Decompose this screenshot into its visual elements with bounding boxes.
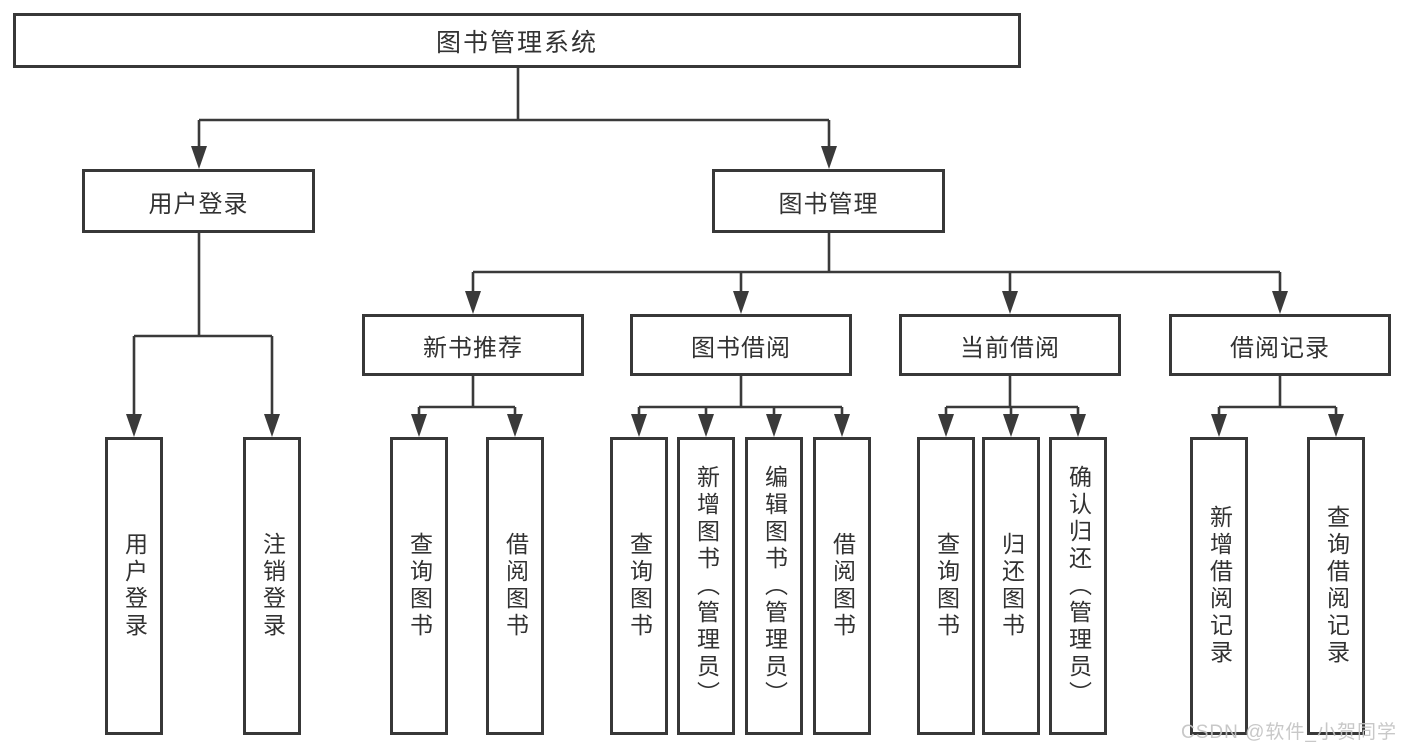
leaf-bb-borrow-books: 借阅图书 bbox=[813, 437, 871, 735]
leaf-logout: 注销登录 bbox=[243, 437, 301, 735]
arrowhead-icon bbox=[821, 146, 837, 169]
node-label: 注销登录 bbox=[259, 532, 286, 640]
arrowhead-icon bbox=[1272, 291, 1288, 314]
node-new-book-recommend: 新书推荐 bbox=[362, 314, 584, 376]
node-label: 编辑图书（管理员） bbox=[761, 464, 788, 708]
node-label: 图书管理系统 bbox=[435, 28, 598, 57]
arrowhead-icon bbox=[631, 414, 647, 437]
node-label: 查询图书 bbox=[626, 532, 653, 640]
leaf-cb-confirm-return-admin: 确认归还（管理员） bbox=[1049, 437, 1107, 735]
arrowhead-icon bbox=[264, 414, 280, 437]
node-book-borrowing: 图书借阅 bbox=[630, 314, 852, 376]
arrowhead-icon bbox=[834, 414, 850, 437]
node-label: 新增借阅记录 bbox=[1206, 505, 1233, 667]
arrowhead-icon bbox=[766, 414, 782, 437]
node-label: 图书管理 bbox=[778, 190, 879, 218]
arrowhead-icon bbox=[1003, 414, 1019, 437]
node-user-login: 用户登录 bbox=[82, 169, 315, 233]
arrowhead-icon bbox=[1070, 414, 1086, 437]
leaf-user-login: 用户登录 bbox=[105, 437, 163, 735]
arrowhead-icon bbox=[938, 414, 954, 437]
node-label: 用户登录 bbox=[121, 532, 148, 640]
connector-book-management-children bbox=[465, 233, 1288, 314]
node-label: 归还图书 bbox=[998, 532, 1025, 640]
leaf-nbr-borrow-books: 借阅图书 bbox=[486, 437, 544, 735]
node-label: 查询借阅记录 bbox=[1323, 505, 1350, 667]
node-label: 当前借阅 bbox=[960, 334, 1060, 362]
node-label: 确认归还（管理员） bbox=[1065, 464, 1092, 708]
leaf-nbr-query-books: 查询图书 bbox=[390, 437, 448, 735]
connector-user-login-children bbox=[126, 233, 280, 437]
node-label: 借阅图书 bbox=[829, 532, 856, 640]
connector-root-to-level2 bbox=[191, 68, 837, 169]
node-label: 借阅图书 bbox=[502, 532, 529, 640]
node-label: 新书推荐 bbox=[423, 334, 523, 362]
connector-current-borrowing-children bbox=[938, 376, 1086, 437]
connector-new-book-recommend-children bbox=[411, 376, 523, 437]
node-library-management-system: 图书管理系统 bbox=[13, 13, 1021, 68]
arrowhead-icon bbox=[1328, 414, 1344, 437]
arrowhead-icon bbox=[465, 291, 481, 314]
csdn-watermark: CSDN @软件_小贺同学 bbox=[1181, 722, 1397, 743]
arrowhead-icon bbox=[507, 414, 523, 437]
arrowhead-icon bbox=[126, 414, 142, 437]
node-label: 借阅记录 bbox=[1230, 334, 1330, 362]
arrowhead-icon bbox=[1211, 414, 1227, 437]
node-label: 查询图书 bbox=[933, 532, 960, 640]
arrowhead-icon bbox=[191, 146, 207, 169]
leaf-br-query-record: 查询借阅记录 bbox=[1307, 437, 1365, 735]
node-label: 新增图书（管理员） bbox=[693, 464, 720, 708]
leaf-bb-add-books-admin: 新增图书（管理员） bbox=[677, 437, 735, 735]
arrowhead-icon bbox=[411, 414, 427, 437]
node-label: 图书借阅 bbox=[691, 334, 791, 362]
node-label: 用户登录 bbox=[148, 190, 249, 218]
connector-book-borrowing-children bbox=[631, 376, 850, 437]
node-book-management: 图书管理 bbox=[712, 169, 945, 233]
leaf-cb-return-books: 归还图书 bbox=[982, 437, 1040, 735]
leaf-bb-query-books: 查询图书 bbox=[610, 437, 668, 735]
arrowhead-icon bbox=[698, 414, 714, 437]
leaf-bb-edit-books-admin: 编辑图书（管理员） bbox=[745, 437, 803, 735]
node-borrowing-records: 借阅记录 bbox=[1169, 314, 1391, 376]
leaf-cb-query-books: 查询图书 bbox=[917, 437, 975, 735]
node-label: 查询图书 bbox=[406, 532, 433, 640]
arrowhead-icon bbox=[1002, 291, 1018, 314]
connector-borrowing-records-children bbox=[1211, 376, 1344, 437]
arrowhead-icon bbox=[733, 291, 749, 314]
node-current-borrowing: 当前借阅 bbox=[899, 314, 1121, 376]
leaf-br-add-record: 新增借阅记录 bbox=[1190, 437, 1248, 735]
